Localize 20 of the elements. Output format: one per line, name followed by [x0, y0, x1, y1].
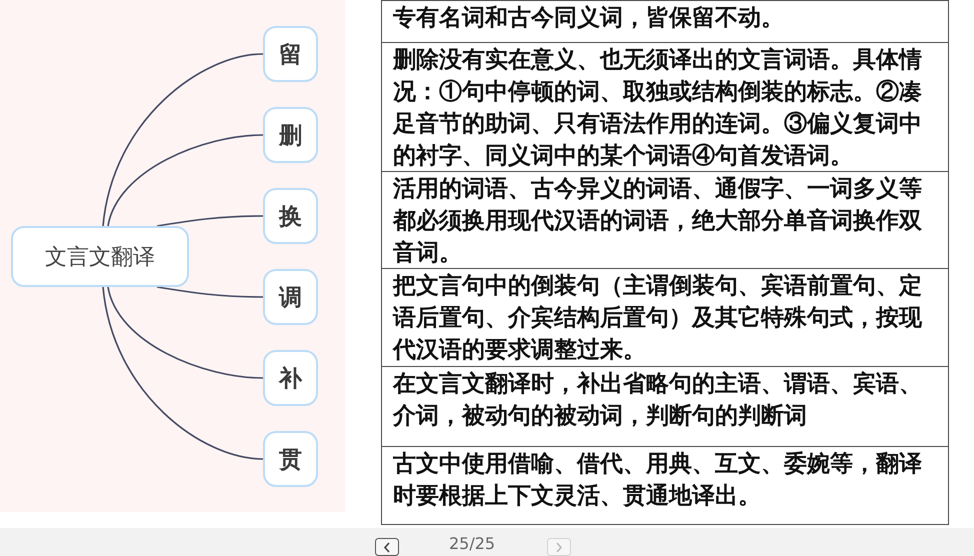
connector-line [107, 286, 264, 379]
topic-box: 调 [263, 269, 318, 325]
table-cell: 专有名词和古今同义词，皆保留不动。 [381, 0, 949, 42]
table-cell: 活用的词语、古今异义的词语、通假字、一词多义等都必须换用现代汉语的词语，绝大部分单音词换作双音词。 [381, 171, 949, 268]
central-topic-box: 文言文翻译 [11, 226, 189, 287]
connector-line [156, 215, 263, 227]
page-counter: 25/25 [449, 534, 496, 554]
table-cell: 古文中使用借喻、借代、用典、互文、委婉等，翻译时要根据上下文灵活、贯通地译出。 [381, 446, 949, 524]
table-cell: 把文言句中的倒装句（主谓倒装句、宾语前置句、定语后置句、介宾结构后置句）及其它特殊句式，按现代汉语的要求调整过来。 [381, 268, 949, 366]
topic-box: 贯 [263, 431, 318, 487]
connector-line [156, 286, 263, 298]
topic-box: 换 [263, 188, 318, 244]
topic-box: 删 [263, 107, 318, 163]
topic-box: 留 [263, 26, 318, 82]
connector-line [102, 286, 264, 460]
table-cell: 在文言文翻译时，补出省略句的主语、谓语、宾语、介词，被动句的被动词，判断句的判断词 [381, 366, 949, 446]
topic-box: 补 [263, 350, 318, 406]
table-cell: 删除没有实在意义、也无须译出的文言词语。具体情况：①句中停顿的词、取独或结构倒装的标志。②凑足音节的助词、只有语法作用的连词。③偏义复词中的衬字、同义词中的某个词语④句首发语词。 [381, 42, 949, 171]
connector-line [107, 134, 264, 226]
connector-line [102, 53, 264, 226]
